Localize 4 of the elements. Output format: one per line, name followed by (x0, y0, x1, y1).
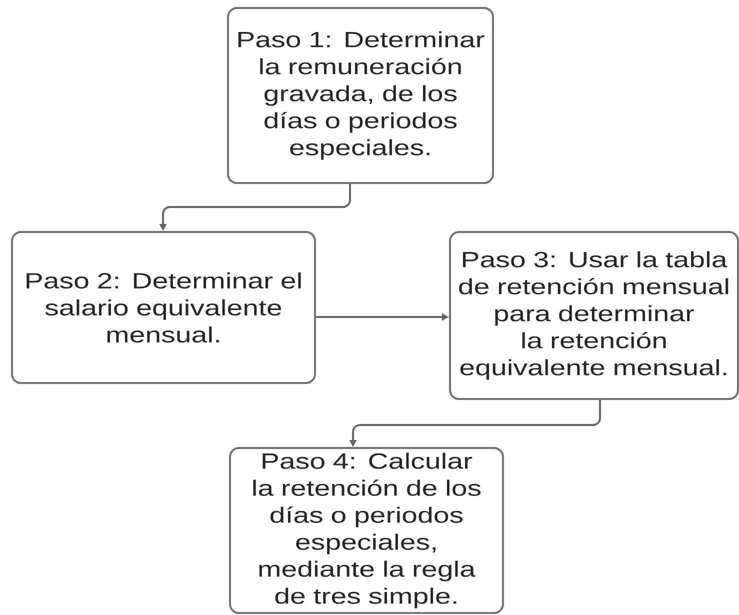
process-box: Paso 4: Calcular la retención de los días o periodos especiales, mediante la regla de tres simple. (229, 447, 504, 614)
process-box: Paso 3: Usar la tabla de retención mensual para determinar la retención equivalente mensual. (449, 231, 739, 400)
process-box: Paso 2: Determinar el salario equivalente mensual. (11, 231, 316, 384)
process-box: Paso 1: Determinar la remuneración gravada, de los días o periodos especiales. (227, 7, 494, 184)
